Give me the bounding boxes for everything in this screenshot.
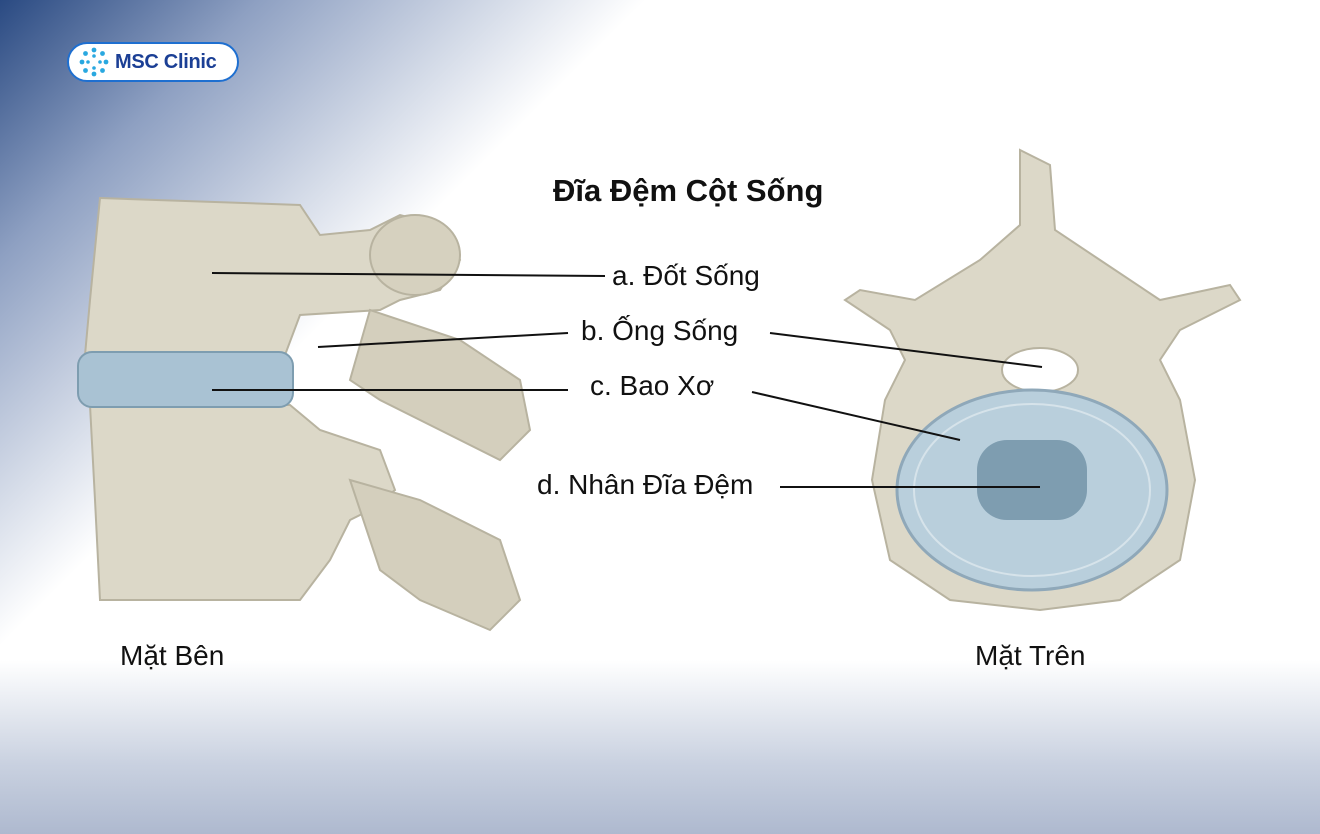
label-top-view: Mặt Trên: [975, 640, 1086, 671]
label-nucleus-pulposus: d. Nhân Đĩa Đệm: [537, 469, 754, 500]
label-vertebra: a. Đốt Sống: [612, 260, 760, 291]
label-annulus-fibrosus: c. Bao Xơ: [590, 370, 715, 401]
diagram-title: Đĩa Đệm Cột Sống: [553, 173, 824, 208]
label-spinal-canal: b. Ống Sống: [581, 315, 739, 346]
clinic-logo: MSC Clinic: [67, 42, 239, 82]
background-gradient-bottom: [0, 660, 1320, 834]
side-view-disc: [77, 351, 294, 408]
annulus-ring: [913, 403, 1151, 577]
logo-text: MSC Clinic: [115, 50, 217, 73]
side-view-vertebrae: [83, 196, 532, 632]
label-side-view: Mặt Bên: [120, 640, 225, 671]
leader-lines: [211, 272, 1043, 488]
top-view-nucleus: [977, 440, 1087, 520]
logo-cells-icon: [79, 47, 109, 77]
